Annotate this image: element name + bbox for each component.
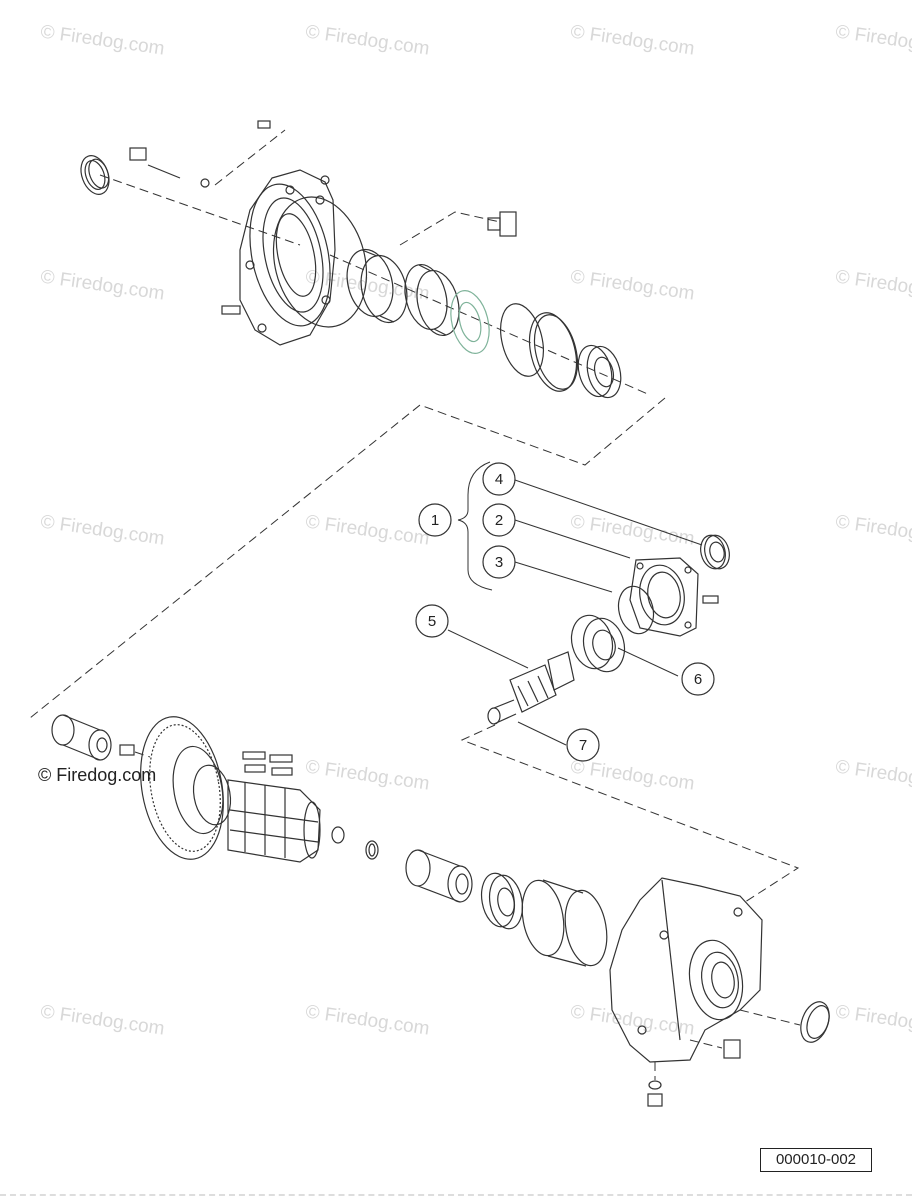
bottom-sleeve	[405, 849, 473, 903]
bottom-spacer-tube	[51, 714, 135, 761]
callout-3: 3	[482, 545, 516, 579]
svg-text:1: 1	[431, 512, 439, 529]
part-4-oil-seal	[700, 534, 730, 570]
callout-5: 5	[415, 604, 449, 638]
part-2-bearing-housing	[629, 557, 719, 637]
svg-text:3: 3	[495, 554, 503, 571]
bottom-ball-bearing	[480, 872, 524, 930]
top-sleeve-b	[404, 264, 460, 336]
top-sleeve-a	[346, 248, 408, 324]
page-footer-divider	[0, 1194, 912, 1196]
bottom-ring-gear	[140, 716, 232, 860]
bottom-cross-pins	[242, 751, 293, 776]
top-ball-bearing	[577, 344, 622, 399]
bottom-oil-seal	[800, 1001, 830, 1043]
bottom-bushing	[331, 826, 345, 844]
callout-4: 4	[482, 462, 516, 496]
diagram-reference-code: 000010-002	[760, 1148, 872, 1172]
part-5-pinion-gear	[487, 651, 575, 725]
top-thin-ring-b	[528, 312, 579, 392]
bottom-snap-ring	[365, 840, 379, 860]
callout-1: 1	[418, 503, 452, 537]
callout-6: 6	[681, 662, 715, 696]
top-small-pins	[129, 120, 517, 315]
bottom-dashed-axis	[134, 751, 801, 1080]
bottom-plug	[723, 1039, 741, 1059]
svg-text:2: 2	[495, 512, 503, 529]
svg-text:4: 4	[495, 471, 503, 488]
top-oil-seal	[80, 155, 110, 195]
svg-text:6: 6	[694, 671, 702, 688]
top-thin-ring-a	[500, 303, 544, 377]
callout-7: 7	[566, 728, 600, 762]
top-cover-housing	[239, 169, 336, 346]
pinion-dashed-axis	[460, 724, 800, 903]
part-6-ball-bearing	[570, 614, 626, 673]
callout-2: 2	[482, 503, 516, 537]
copyright-notice: © Firedog.com	[38, 765, 157, 785]
bottom-drain-bolt	[647, 1080, 663, 1107]
top-dashed-axis	[29, 129, 666, 719]
bottom-large-sleeve	[521, 879, 608, 967]
top-friction-disc	[450, 290, 490, 354]
svg-text:7: 7	[579, 737, 587, 754]
bottom-final-drive-housing	[609, 877, 763, 1063]
callout-leaders	[447, 461, 703, 746]
bottom-differential-carrier	[227, 779, 321, 863]
svg-text:5: 5	[428, 613, 436, 630]
part-3-o-ring	[617, 585, 655, 635]
